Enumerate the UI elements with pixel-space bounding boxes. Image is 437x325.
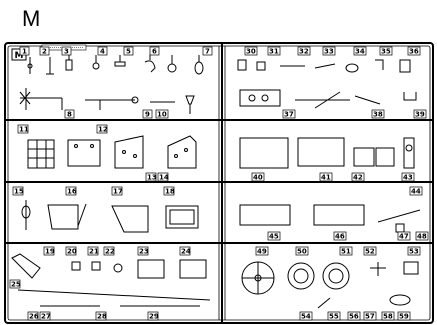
part-label: 36 — [409, 48, 419, 56]
part-label: 12 — [98, 126, 108, 134]
part-label: 47 — [399, 233, 409, 241]
part-label: 10 — [157, 111, 167, 119]
part-label: 37 — [284, 111, 294, 119]
part-label: 45 — [269, 233, 279, 241]
part-label: 21 — [89, 248, 99, 256]
panel-row3-right — [239, 204, 421, 233]
part-label: 11 — [19, 126, 29, 134]
part-labels-top-right: 30 31 32 33 34 35 36 37 38 39 — [244, 46, 427, 119]
part-labels-row2-right: 40 41 42 43 — [251, 172, 415, 182]
part-label: 30 — [246, 48, 256, 56]
part-label: 31 — [269, 48, 279, 56]
part-label: 23 — [139, 248, 149, 256]
part-label: 33 — [324, 48, 334, 56]
panel-bottom-right — [241, 261, 419, 309]
part-label: 8 — [67, 111, 72, 119]
part-label: 13 — [147, 174, 157, 182]
part-label: 40 — [253, 174, 263, 182]
part-label: 2 — [42, 48, 47, 56]
panel-bottom-left — [11, 253, 211, 307]
part-labels-row2-left: 11 12 13 14 — [17, 124, 169, 182]
part-label: 44 — [411, 188, 421, 196]
part-label: 29 — [149, 313, 159, 321]
part-label: 20 — [67, 248, 77, 256]
sprue-frame — [4, 42, 434, 324]
part-label: 28 — [97, 313, 107, 321]
panel-top-left — [19, 55, 204, 114]
part-label: 49 — [257, 248, 267, 256]
panel-row2-right — [239, 137, 415, 169]
panel-top-right — [237, 59, 417, 109]
part-label: 48 — [417, 233, 427, 241]
part-label: 56 — [349, 313, 359, 321]
part-labels-row3-right: 44 45 46 47 48 — [267, 186, 429, 241]
part-label: 4 — [100, 48, 105, 56]
part-label: 5 — [126, 48, 131, 56]
sprue-runner-inner — [7, 45, 431, 321]
part-label: 34 — [355, 48, 365, 56]
part-labels-bottom-left: 19 20 21 22 23 24 25 26 27 28 29 — [9, 246, 191, 321]
part-label: 57 — [365, 313, 375, 321]
part-label: 6 — [152, 48, 157, 56]
part-label: 3 — [64, 48, 69, 56]
part-labels-bottom-right: 49 50 51 52 53 54 55 56 57 58 59 — [255, 246, 421, 321]
part-labels-top-left: 1 2 3 4 5 6 7 8 9 10 — [19, 46, 213, 119]
part-label: 51 — [341, 248, 351, 256]
part-label: 38 — [373, 111, 383, 119]
part-label: 17 — [113, 188, 123, 196]
part-label: 7 — [205, 48, 210, 56]
panel-row3-left — [21, 200, 199, 233]
part-label: 43 — [403, 174, 413, 182]
part-label: 46 — [335, 233, 345, 241]
part-label: 16 — [67, 188, 77, 196]
part-label: 35 — [381, 48, 391, 56]
part-label: 41 — [321, 174, 331, 182]
part-label: 26 — [29, 313, 39, 321]
part-label: 15 — [14, 188, 24, 196]
part-label: 52 — [365, 248, 375, 256]
frame-code-label: M — [15, 51, 24, 61]
panel-row2-left — [27, 135, 197, 169]
part-label: 22 — [105, 248, 115, 256]
part-label: 53 — [409, 248, 419, 256]
part-label: 27 — [41, 313, 51, 321]
sheet-title: M — [22, 6, 40, 31]
part-label: 32 — [299, 48, 309, 56]
part-label: 14 — [159, 174, 169, 182]
part-label: 25 — [11, 281, 21, 289]
part-label: 18 — [165, 188, 175, 196]
part-label: 54 — [301, 313, 311, 321]
part-label: 24 — [181, 248, 191, 256]
part-label: 19 — [45, 248, 55, 256]
part-label: 39 — [415, 111, 425, 119]
part-label: 1 — [22, 48, 27, 56]
part-label: 59 — [399, 313, 409, 321]
part-labels-row3-left: 15 16 17 18 — [12, 186, 175, 196]
part-label: 50 — [297, 248, 307, 256]
part-label: 55 — [329, 313, 339, 321]
part-label: 9 — [145, 111, 150, 119]
part-label: 42 — [353, 174, 363, 182]
part-label: 58 — [383, 313, 393, 321]
